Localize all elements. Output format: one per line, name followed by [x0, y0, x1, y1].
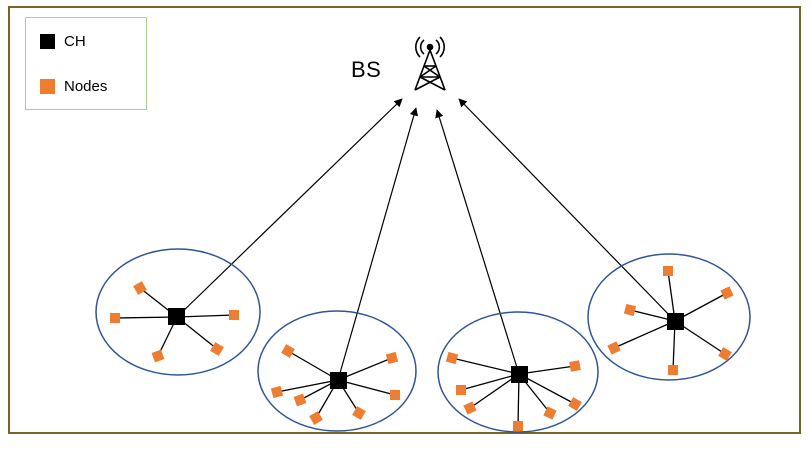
- node-swatch-icon: [40, 79, 55, 94]
- uplink-2: [337, 107, 418, 381]
- node: [718, 347, 732, 361]
- node: [668, 365, 678, 375]
- node: [385, 351, 399, 365]
- node: [543, 406, 557, 420]
- uplink-4: [458, 98, 676, 322]
- node: [463, 401, 477, 415]
- node: [720, 286, 734, 300]
- uplink-1: [176, 98, 403, 318]
- base-station-label: BS: [351, 57, 382, 82]
- node: [445, 351, 459, 365]
- cluster: [95, 248, 261, 376]
- node: [151, 349, 165, 363]
- uplink-3: [435, 109, 520, 375]
- legend: CH Nodes: [25, 17, 147, 110]
- node: [352, 406, 366, 420]
- antenna-tower-icon: [414, 36, 446, 91]
- node: [456, 385, 466, 395]
- node: [281, 344, 295, 358]
- node: [623, 303, 637, 317]
- cluster-head: [330, 372, 347, 389]
- cluster-head: [667, 313, 684, 330]
- node: [607, 341, 621, 355]
- legend-ch-label: CH: [64, 33, 86, 50]
- ch-swatch-icon: [40, 34, 55, 49]
- cluster-boundary: [257, 310, 417, 432]
- diagram-frame: [8, 6, 801, 434]
- node: [110, 313, 120, 323]
- node: [270, 385, 284, 399]
- cluster-head: [168, 308, 185, 325]
- uplinks: [176, 98, 676, 381]
- node: [133, 281, 147, 295]
- node: [229, 310, 239, 320]
- node: [569, 360, 581, 372]
- node: [513, 421, 523, 431]
- cluster-boundary: [437, 311, 599, 433]
- node: [568, 397, 582, 411]
- cluster-boundary: [587, 253, 751, 381]
- cluster: [257, 310, 417, 432]
- cluster: [587, 253, 751, 381]
- cluster: [437, 311, 599, 433]
- legend-nodes-label: Nodes: [64, 78, 108, 95]
- legend-item-nodes: Nodes: [40, 78, 107, 95]
- node: [293, 393, 307, 407]
- node: [309, 411, 323, 425]
- cluster-head: [511, 366, 528, 383]
- node: [390, 390, 400, 400]
- cluster-boundary: [95, 248, 261, 376]
- legend-item-ch: CH: [40, 33, 86, 50]
- node: [663, 266, 673, 276]
- node: [210, 342, 224, 356]
